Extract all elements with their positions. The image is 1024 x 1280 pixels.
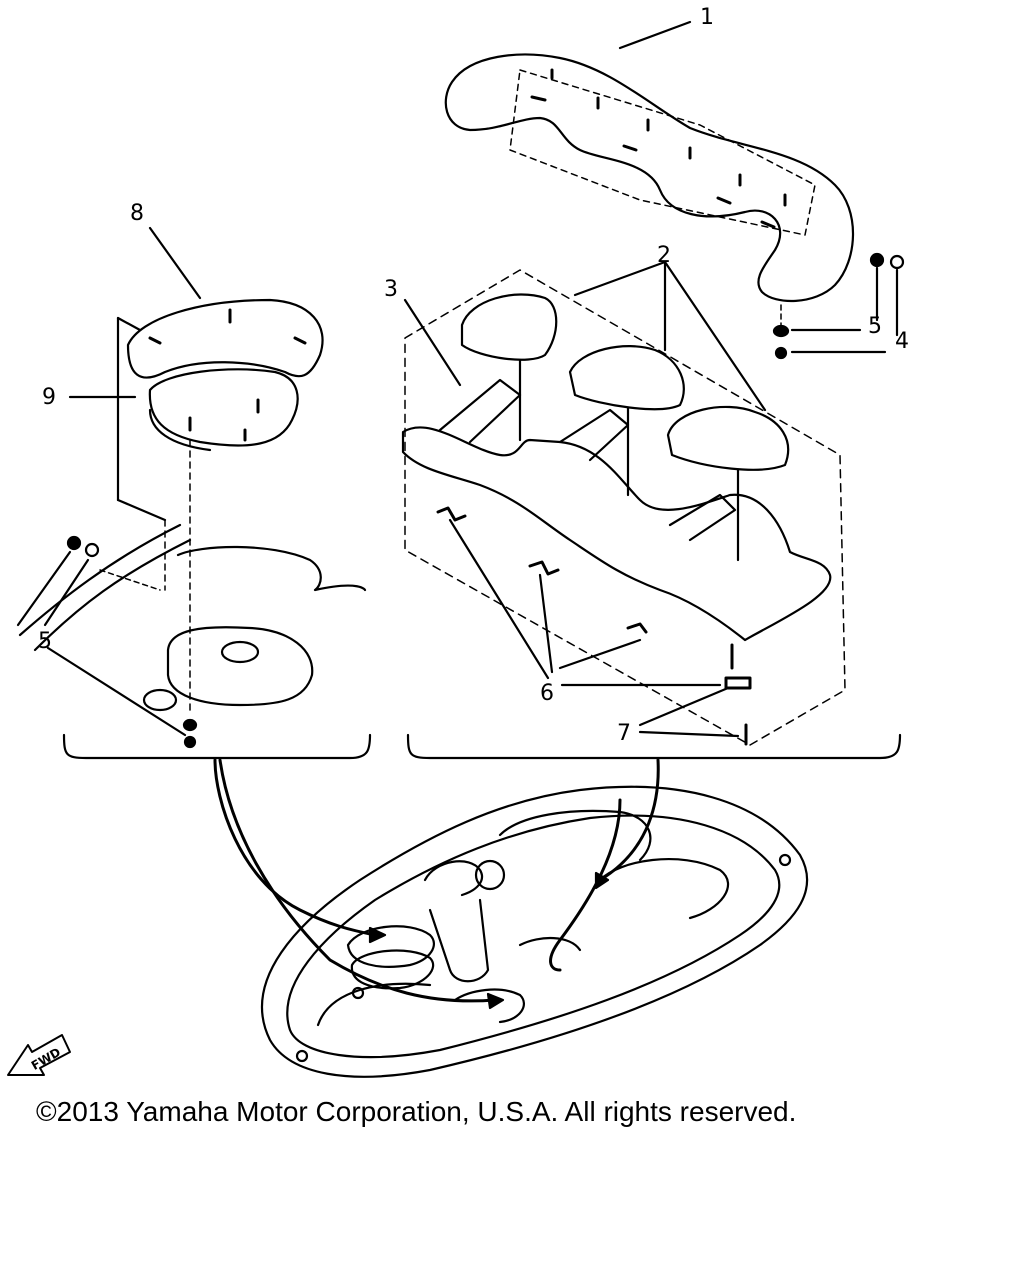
fwd-label: FWD <box>29 1045 63 1073</box>
forward-direction-arrow: FWD <box>7 1034 71 1076</box>
parts-diagram: FWD 1 2 3 4 5 5 6 7 8 9 <box>7 5 909 1078</box>
part-2-3-seat-assembly <box>401 260 902 760</box>
callout-6: 6 <box>540 681 554 706</box>
callout-8: 8 <box>130 201 144 226</box>
callout-3: 3 <box>384 277 398 302</box>
callout-9: 9 <box>42 385 56 410</box>
part-1-backrest-cushion <box>444 20 855 303</box>
callout-5-left: 5 <box>38 629 52 654</box>
part-8-9-front-seat <box>16 226 372 760</box>
copyright-notice: ©2013 Yamaha Motor Corporation, U.S.A. A… <box>36 1096 797 1127</box>
callout-1: 1 <box>700 5 714 30</box>
callout-7: 7 <box>617 721 631 746</box>
callout-4: 4 <box>895 329 909 354</box>
callout-2: 2 <box>657 243 671 268</box>
callout-5-right: 5 <box>868 314 882 339</box>
boat-hull-overview <box>213 758 809 1078</box>
part-4-5-hardware-right <box>772 252 905 360</box>
